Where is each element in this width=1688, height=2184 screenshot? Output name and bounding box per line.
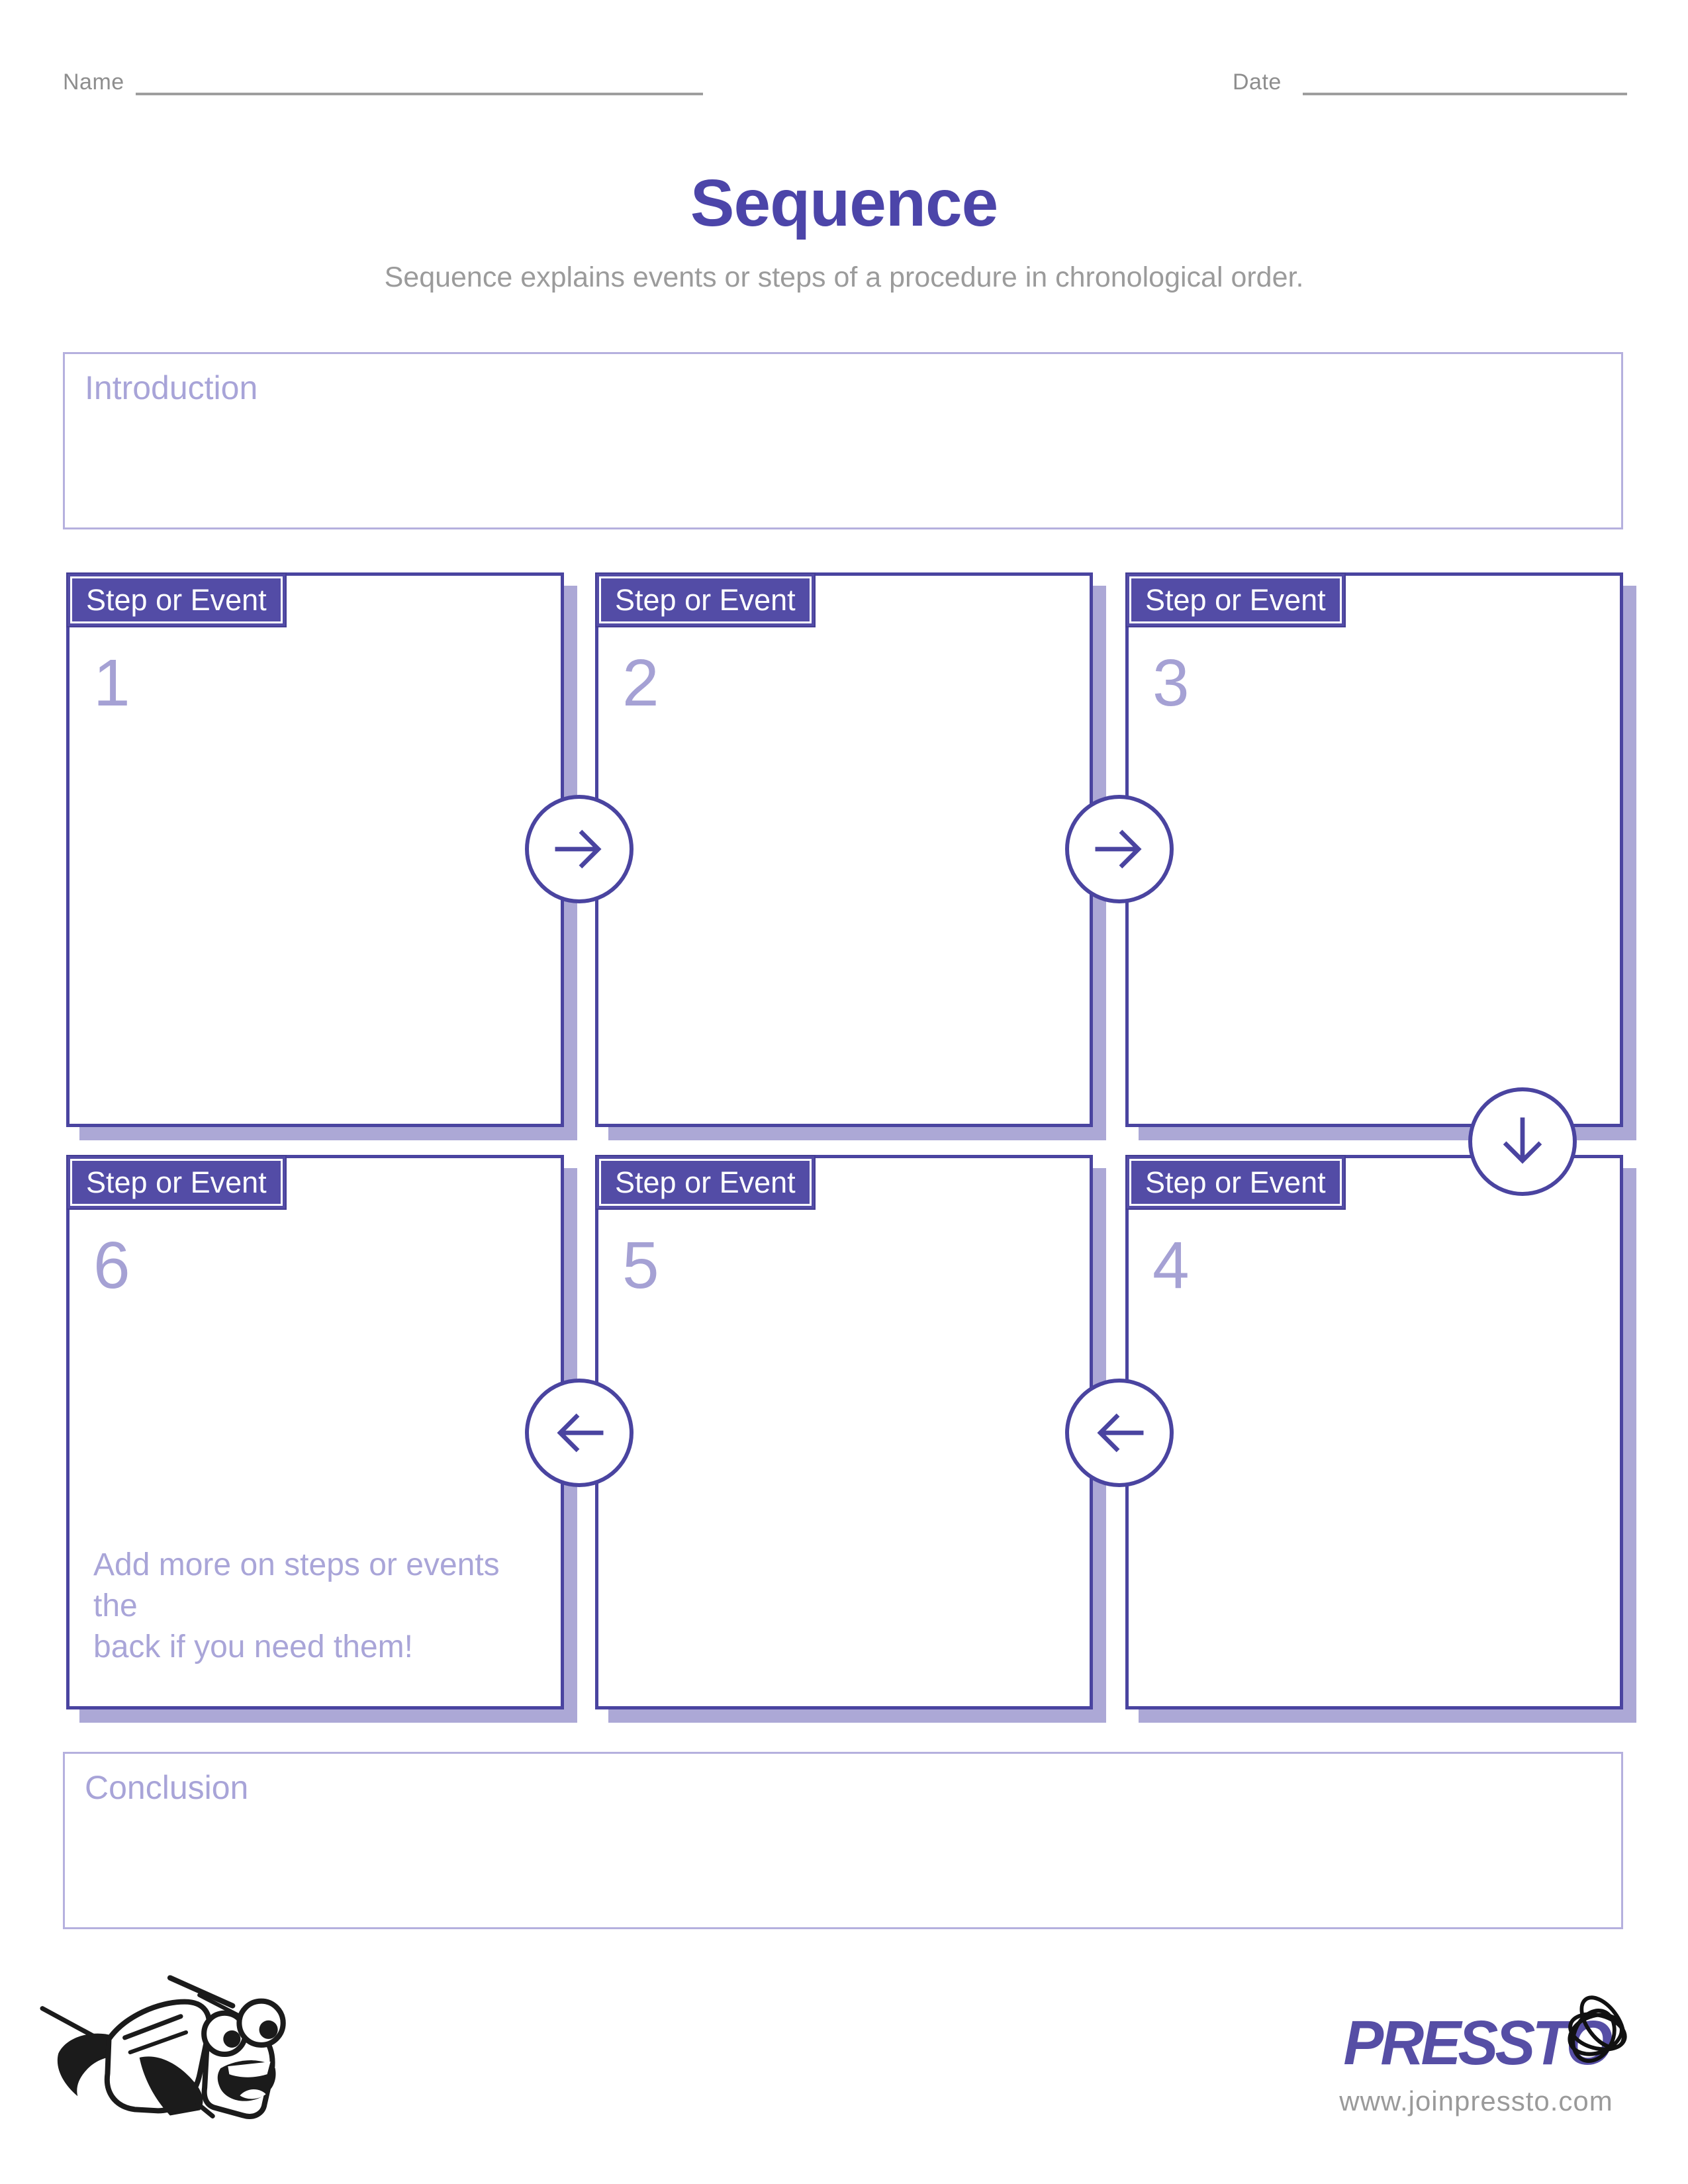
add-more-hint: Add more on steps or events the back if … [93,1545,530,1668]
step-box-3[interactable]: Step or Event 3 [1125,572,1623,1127]
date-input-line[interactable] [1303,93,1627,95]
step-number: 3 [1152,646,1190,720]
step-number: 1 [93,646,130,720]
step-box-4[interactable]: Step or Event 4 [1125,1155,1623,1709]
step-number: 5 [622,1228,659,1302]
logo-letter-o: O [1565,2008,1613,2078]
date-label: Date [1233,69,1282,95]
introduction-placeholder: Introduction [85,369,258,406]
arrow-left-icon [1065,1379,1174,1487]
step-badge: Step or Event [66,572,287,627]
step-box-1[interactable]: Step or Event 1 [66,572,564,1127]
conclusion-placeholder: Conclusion [85,1769,249,1806]
step-number: 4 [1152,1228,1190,1302]
step-number: 2 [622,646,659,720]
flying-paper-mascot-icon [40,1975,286,2119]
add-more-hint-line2: back if you need them! [93,1629,413,1664]
add-more-hint-line1: Add more on steps or events the [93,1547,500,1623]
page-title: Sequence [690,166,998,240]
step-box-2[interactable]: Step or Event 2 [595,572,1093,1127]
conclusion-field[interactable]: Conclusion [63,1752,1623,1929]
step-number: 6 [93,1228,130,1302]
arrow-down-icon [1468,1087,1577,1196]
pressto-logo: PRESSTO www.joinpressto.com [1317,1995,1635,2117]
step-box-5[interactable]: Step or Event 5 [595,1155,1093,1709]
site-url: www.joinpressto.com [1339,2085,1613,2116]
step-badge: Step or Event [595,572,816,627]
introduction-field[interactable]: Introduction [63,352,1623,529]
logo-scribble-o: O [1566,1995,1627,2075]
step-box-6[interactable]: Step or Event 6 Add more on steps or eve… [66,1155,564,1709]
name-label: Name [63,69,124,95]
step-badge: Step or Event [1125,572,1346,627]
step-badge: Step or Event [595,1155,816,1210]
step-badge: Step or Event [1125,1155,1346,1210]
arrow-right-icon [525,795,633,903]
name-input-line[interactable] [136,93,703,95]
step-badge: Step or Event [66,1155,287,1210]
page-subtitle: Sequence explains events or steps of a p… [384,261,1304,293]
logo-letters: PRESST [1342,2008,1569,2078]
arrow-right-icon [1065,795,1174,903]
pressto-logo-text: PRESSTO [1343,1995,1627,2075]
arrow-left-icon [525,1379,633,1487]
